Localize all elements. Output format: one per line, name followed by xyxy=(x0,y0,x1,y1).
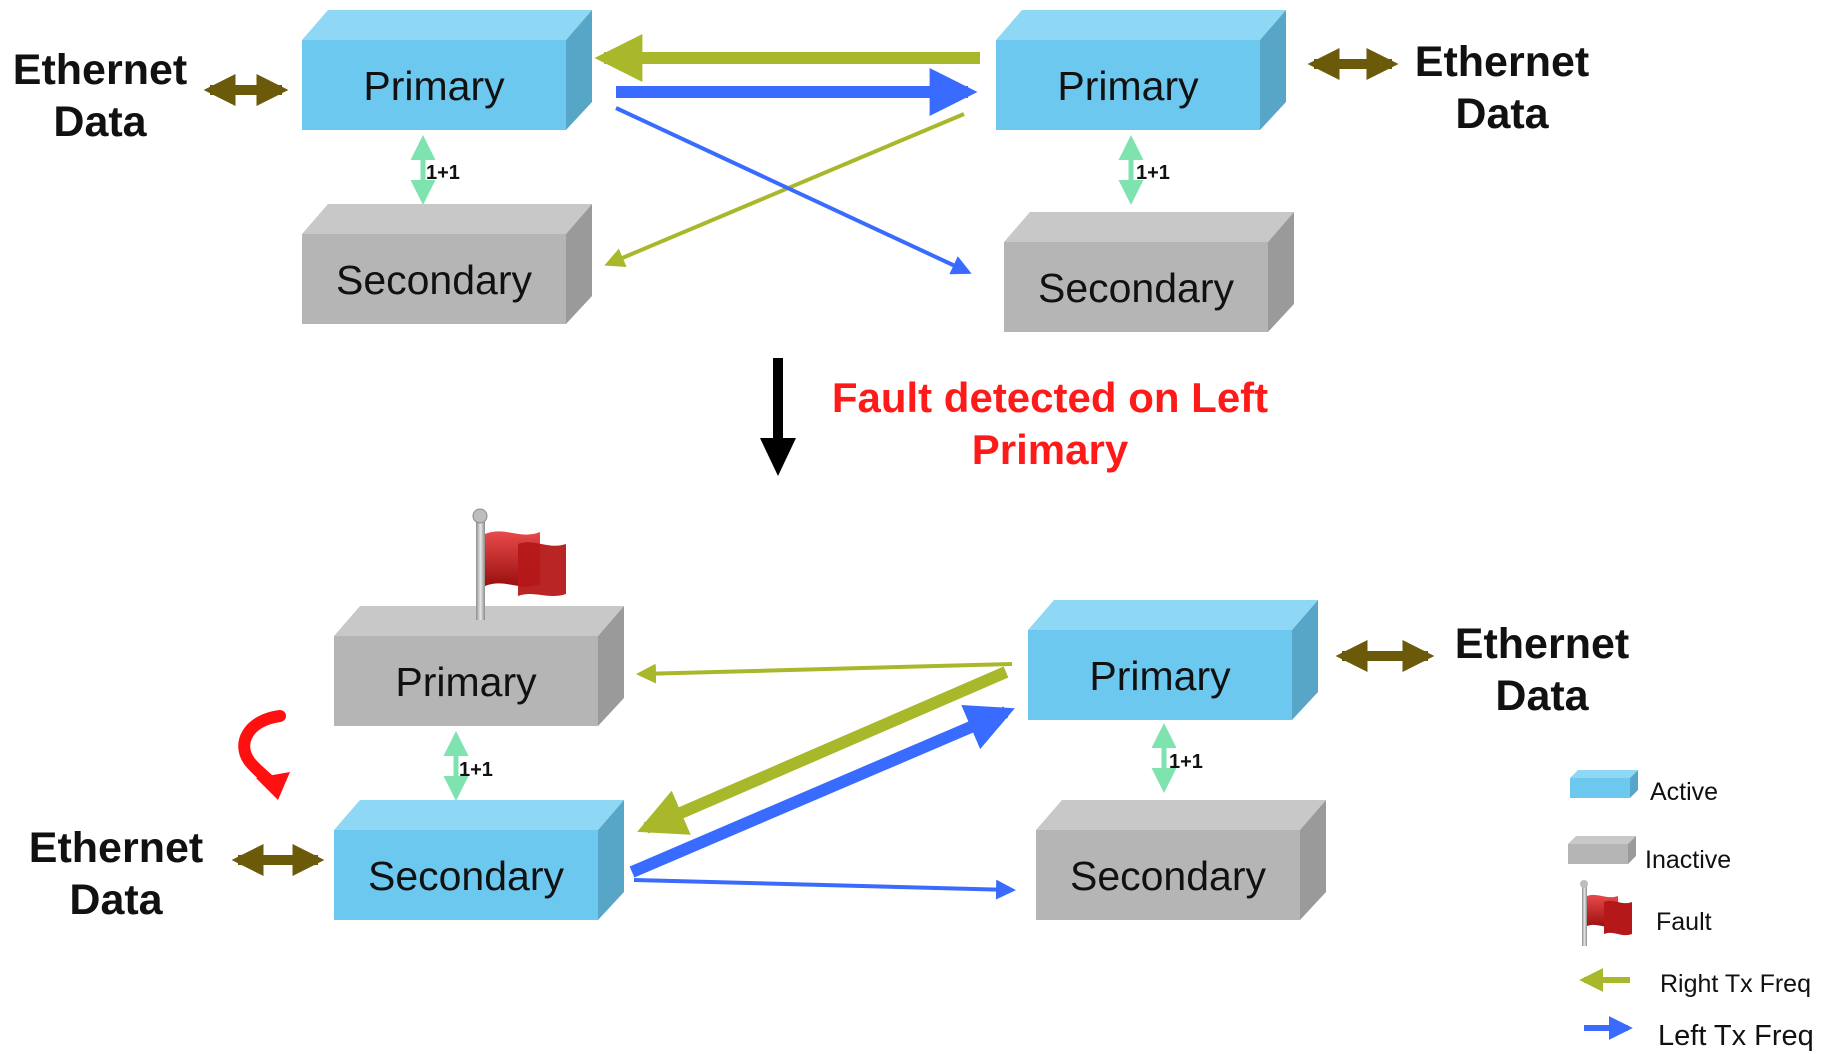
top-left-tx-cross-arrow xyxy=(615,106,972,275)
legend-fault-label: Fault xyxy=(1656,908,1712,936)
top-right-link-label: 1+1 xyxy=(1136,162,1170,184)
top-right-secondary-label: Secondary xyxy=(1038,265,1235,311)
top-right-ethernet-label: Ethernet Data xyxy=(1412,36,1592,140)
bottom-left-ethernet-line1: Ethernet xyxy=(28,824,204,872)
top-left-secondary-box: Secondary xyxy=(302,204,592,324)
legend-inactive-label: Inactive xyxy=(1645,846,1732,874)
legend-right-tx-label: Right Tx Freq xyxy=(1660,970,1811,998)
top-left-link-label: 1+1 xyxy=(426,162,460,184)
bottom-left-secondary-label: Secondary xyxy=(368,853,565,899)
top-right-ethernet-line1: Ethernet xyxy=(1414,38,1590,86)
bottom-right-primary-box: Primary xyxy=(1028,600,1318,720)
legend-fault-flag-icon xyxy=(1580,880,1632,946)
legend-active-swatch xyxy=(1570,770,1638,798)
legend xyxy=(1568,770,1638,1040)
bottom-right-tx-to-left-secondary-arrow xyxy=(637,666,1009,835)
top-right-ethernet-line2: Data xyxy=(1455,90,1549,138)
legend-left-tx-label: Left Tx Freq xyxy=(1658,1020,1814,1052)
legend-active-label: Active xyxy=(1650,778,1719,806)
bottom-right-ethernet-line1: Ethernet xyxy=(1454,620,1630,668)
bottom-right-secondary-label: Secondary xyxy=(1070,853,1267,899)
bottom-left-tx-to-right-primary-arrow xyxy=(629,705,1015,878)
fault-detected-message: Fault detected on Left Primary xyxy=(780,372,1320,476)
legend-inactive-swatch xyxy=(1568,836,1636,864)
top-right-primary-box: Primary xyxy=(996,10,1286,130)
switchover-arrow-icon xyxy=(238,710,290,800)
top-left-ethernet-line1: Ethernet xyxy=(12,46,188,94)
bottom-right-secondary-box: Secondary xyxy=(1036,800,1326,920)
bottom-left-primary-box: Primary xyxy=(334,606,624,726)
bottom-right-tx-to-left-primary-arrow xyxy=(636,662,1013,684)
bottom-left-ethernet-label: Ethernet Data xyxy=(26,822,206,926)
bottom-left-primary-label: Primary xyxy=(395,659,537,705)
fault-message-line2: Primary xyxy=(971,426,1129,473)
top-left-ethernet-label: Ethernet Data xyxy=(10,44,190,148)
top-right-primary-label: Primary xyxy=(1057,63,1199,109)
bottom-left-secondary-box: Secondary xyxy=(334,800,624,920)
bottom-right-primary-label: Primary xyxy=(1089,653,1231,699)
bottom-right-ethernet-label: Ethernet Data xyxy=(1452,618,1632,722)
top-left-primary-box: Primary xyxy=(302,10,592,130)
top-left-secondary-label: Secondary xyxy=(336,257,533,303)
fault-flag-icon xyxy=(472,508,566,620)
bottom-left-ethernet-line2: Data xyxy=(69,876,163,924)
transition-arrow xyxy=(760,358,796,476)
bottom-right-ethernet-line2: Data xyxy=(1495,672,1589,720)
top-left-primary-label: Primary xyxy=(363,63,505,109)
bottom-left-tx-to-right-secondary-arrow xyxy=(633,878,1016,900)
top-right-secondary-box: Secondary xyxy=(1004,212,1294,332)
fault-message-line1: Fault detected on Left xyxy=(831,374,1269,421)
bottom-right-link-label: 1+1 xyxy=(1169,751,1203,773)
top-left-ethernet-line2: Data xyxy=(53,98,147,146)
bottom-left-link-label: 1+1 xyxy=(459,759,493,781)
